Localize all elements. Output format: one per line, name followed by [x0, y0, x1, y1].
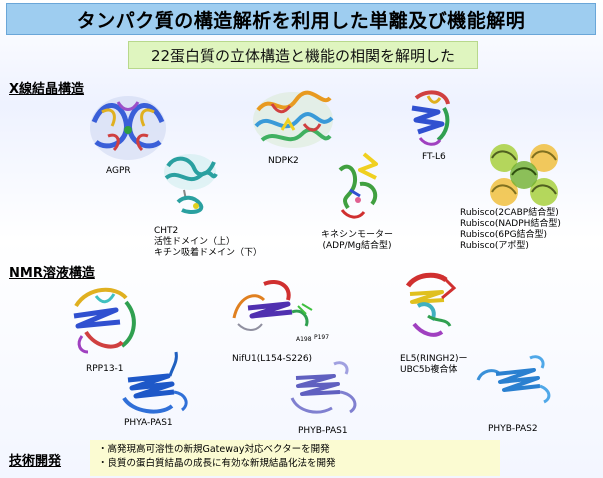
tech-item-crystallization: ・良質の蛋白質結晶の成長に有効な新規結晶化法を開発	[98, 458, 336, 469]
rubisco-label-3: Rubisco(6PG結合型)	[460, 230, 548, 240]
rubisco-label-2: Rubisco(NADPH結合型)	[460, 219, 561, 229]
phyb-pas2-label: PHYB-PAS2	[488, 424, 538, 434]
section-nmr-heading: NMR溶液構造	[9, 266, 95, 281]
agpr-label: AGPR	[106, 166, 131, 176]
cht2-label-1: CHT2	[154, 226, 179, 236]
agpr-structure-image	[90, 96, 166, 160]
kinesin-structure-image	[338, 152, 378, 219]
page-title: タンパク質の構造解析を利用した単離及び機能解明	[6, 3, 596, 35]
phya-pas1-label: PHYA-PAS1	[124, 418, 173, 428]
rpp13-structure-image	[73, 287, 136, 354]
cht2-structure-image	[164, 154, 218, 214]
phya-pas1-structure-image	[122, 351, 188, 414]
residue-label-a198: A198	[296, 336, 312, 343]
page-subtitle: 22蛋白質の立体構造と機能の相関を解明した	[128, 41, 478, 69]
section-xray-heading: X線結晶構造	[9, 82, 85, 97]
el5-structure-image	[405, 272, 457, 337]
ndpk2-label: NDPK2	[268, 156, 299, 166]
rubisco-label-4: Rubisco(アポ型)	[460, 241, 529, 251]
el5-label-2: UBC5b複合体	[400, 365, 458, 375]
section-tech-heading: 技術開発	[9, 454, 62, 469]
nifu1-label: NifU1(L154-S226)	[232, 354, 313, 364]
cht2-label-2: 活性ドメイン（上）	[154, 237, 236, 247]
phyb-pas1-structure-image	[290, 361, 357, 414]
ftl6-structure-image	[411, 90, 450, 146]
tech-item-vector: ・高発現高可溶性の新規Gateway対応ベクターを開発	[98, 444, 330, 455]
cht2-label-3: キチン吸着ドメイン（下）	[154, 248, 263, 258]
residue-label-p197: P197	[314, 334, 330, 341]
nifu1-structure-image	[232, 280, 313, 331]
el5-label-1: EL5(RINGH2)ー	[400, 354, 468, 364]
ftl6-label: FT-L6	[422, 152, 446, 162]
rubisco-label-1: Rubisco(2CABP結合型)	[460, 208, 559, 218]
phyb-pas2-structure-image	[476, 355, 551, 404]
rpp13-label: RPP13-1	[86, 364, 124, 374]
tech-development-box: ・高発現高可溶性の新規Gateway対応ベクターを開発 ・良質の蛋白質結晶の成長…	[90, 440, 500, 476]
ndpk2-structure-image	[253, 90, 334, 148]
kinesin-label-1: キネシンモーター	[320, 230, 393, 240]
kinesin-label-2: (ADP/Mg結合型)	[322, 241, 392, 251]
rubisco-structure-image	[490, 144, 558, 206]
phyb-pas1-label: PHYB-PAS1	[298, 426, 348, 436]
